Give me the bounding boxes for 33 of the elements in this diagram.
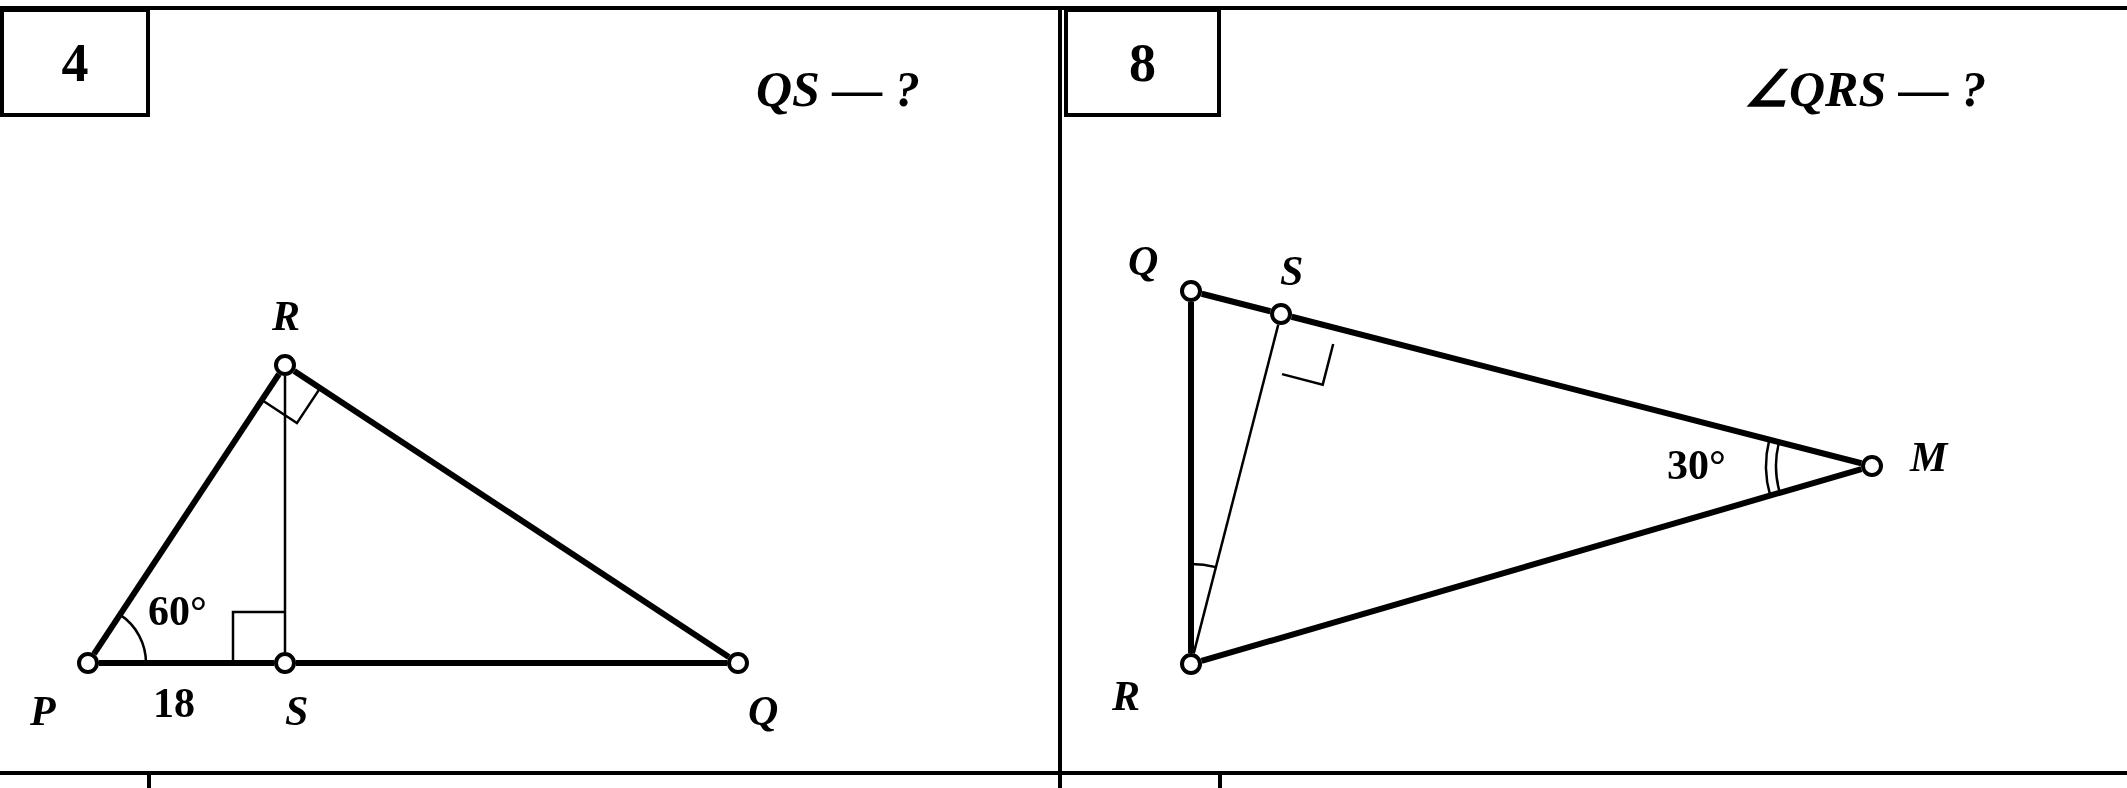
vertex-label: R: [272, 295, 300, 337]
triangle-side: [283, 376, 287, 652]
length-value: 18: [153, 682, 195, 724]
vertex-point: [274, 652, 296, 674]
vertex-label: R: [1112, 675, 1140, 717]
triangle-side: [1188, 302, 1194, 653]
question-text: ∠QRS — ?: [1744, 64, 1987, 114]
vertex-point: [1180, 280, 1202, 302]
triangle-side: [1200, 290, 1272, 315]
vertex-point: [1270, 303, 1292, 325]
question-text: QS — ?: [756, 64, 920, 114]
vertex-point: [77, 652, 99, 674]
angle-value: 60°: [148, 590, 207, 632]
vertex-label: Q: [1128, 240, 1159, 282]
vertex-point: [727, 652, 749, 674]
triangle-side: [292, 368, 731, 660]
triangle-side: [1290, 313, 1863, 467]
triangle-side: [1200, 466, 1863, 664]
vertex-point: [1180, 653, 1202, 675]
triangle-side: [296, 660, 727, 666]
vertex-point: [1861, 455, 1883, 477]
angle-value: 30°: [1667, 444, 1726, 486]
problem-number: 8: [1064, 8, 1221, 117]
triangle-side: [99, 660, 274, 666]
vertex-label: S: [285, 690, 309, 732]
vertex-label: S: [1280, 250, 1304, 292]
problem-number: 4: [0, 8, 150, 117]
triangle-side: [91, 372, 282, 656]
vertex-point: [274, 354, 296, 376]
triangle-side: [1192, 324, 1280, 654]
vertex-label: M: [1910, 436, 1948, 478]
vertex-label: P: [30, 690, 56, 732]
vertex-label: Q: [748, 690, 779, 732]
